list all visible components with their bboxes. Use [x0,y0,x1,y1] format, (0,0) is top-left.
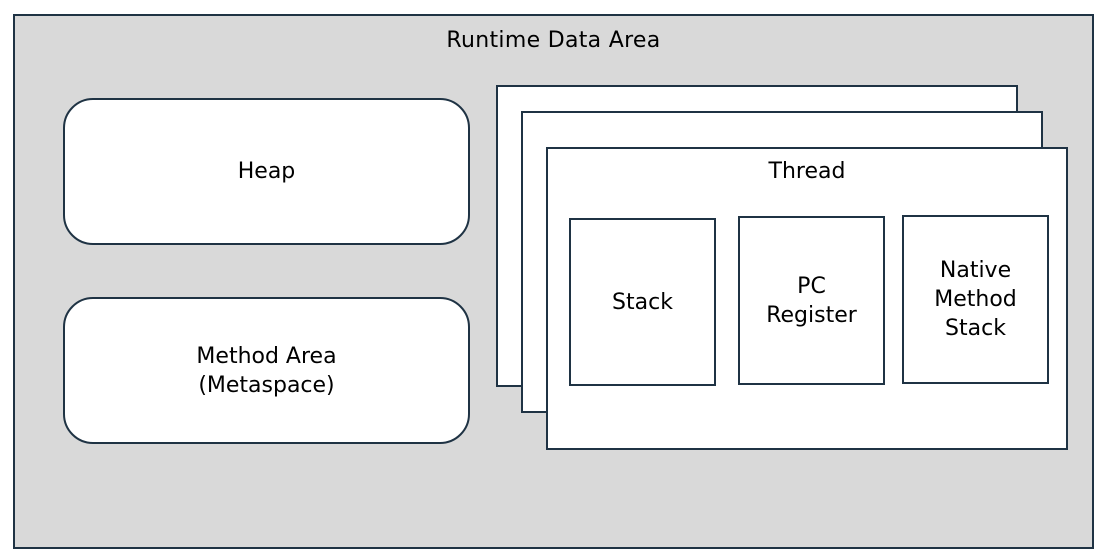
stack-box: Stack [569,218,716,386]
runtime-data-area-title: Runtime Data Area [446,28,661,53]
thread-title: Thread [768,159,846,184]
native-method-stack-box: Native Method Stack [902,215,1049,384]
method-area-label: Method Area (Metaspace) [196,343,337,398]
heap-box: Heap [63,98,470,245]
pc-register-box: PC Register [738,216,885,385]
method-area-box: Method Area (Metaspace) [63,297,470,444]
stack-label: Stack [612,289,673,315]
pc-register-label: PC Register [766,273,857,328]
native-method-stack-label: Native Method Stack [934,258,1017,341]
heap-label: Heap [237,159,296,184]
